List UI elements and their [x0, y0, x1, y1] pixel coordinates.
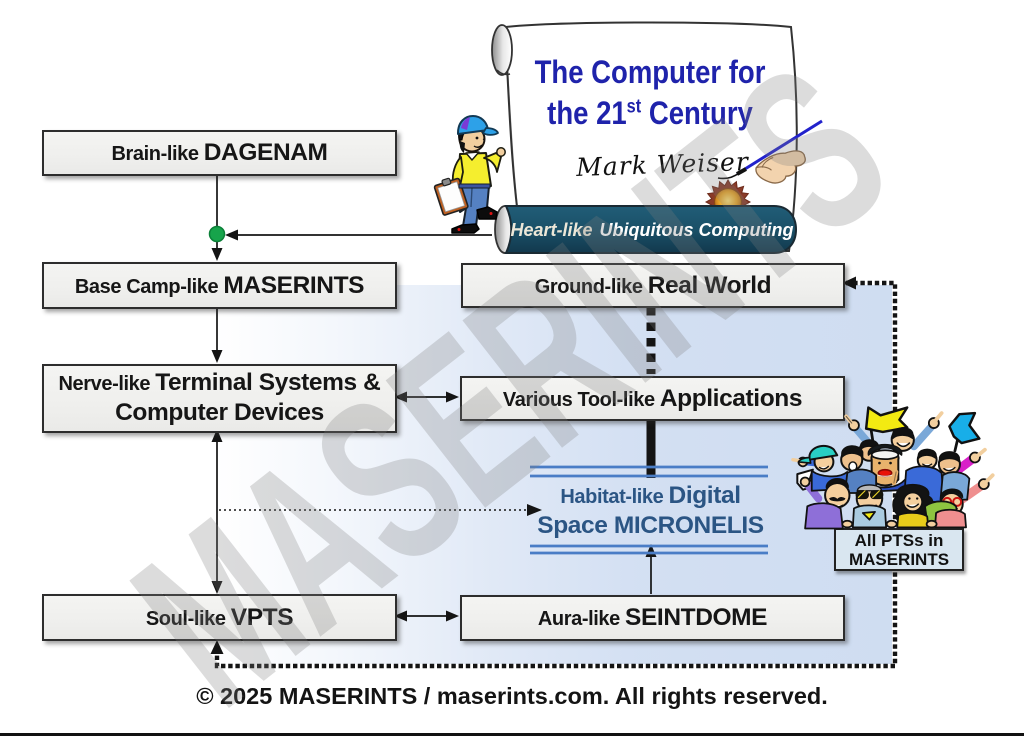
surveyor-cartoon [433, 115, 506, 234]
scroll-top-curl [491, 24, 513, 76]
bottom-rule [0, 733, 1024, 736]
box-applications: Various Tool-like Applications [460, 376, 845, 421]
box-vpts: Soul-like VPTS [42, 594, 397, 641]
crowd-bodies [804, 502, 967, 530]
sign-all-ptss: All PTSs in MASERINTS [834, 528, 964, 571]
box-dagenam-large: DAGENAM [203, 139, 328, 166]
copyright-text: © 2025 MASERINTS / maserints.com. All ri… [196, 683, 828, 709]
box-nerve-large2: Computer Devices [115, 398, 324, 426]
crowd-arms [791, 411, 995, 507]
label-micronelis: Habitat-like Digital Space MICRONELIS [480, 482, 821, 542]
box-maserints-small: Base Camp-like [74, 275, 224, 298]
box-maserints: Base Camp-like MASERINTS [42, 262, 397, 309]
box-seintdome: Aura-like SEINTDOME [460, 595, 845, 641]
scroll-title-line2-sup: st [626, 96, 642, 118]
box-nerve-small: Nerve-like [58, 372, 156, 395]
box-seintdome-small: Aura-like [537, 608, 626, 630]
banner-label-large: Ubiquitous Computing [599, 219, 794, 240]
label-micronelis-large2: Space MICRONELIS [537, 512, 764, 539]
label-micronelis-small: Habitat-like [560, 486, 669, 508]
double-lines [530, 465, 768, 555]
box-seintdome-large: SEINTDOME [625, 604, 768, 631]
box-dagenam-small: Brain-like [111, 143, 204, 165]
box-nerve-large1: Terminal Systems & [155, 368, 381, 396]
box-realworld-small: Ground-like [534, 275, 648, 298]
crowd-flags [796, 406, 981, 491]
signing-hand-icon [717, 119, 823, 184]
label-micronelis-large1: Digital [668, 482, 741, 509]
box-applications-large: Applications [659, 384, 803, 412]
sign-line1: All PTSs in [854, 530, 944, 550]
banner-label-small: Heart-like [510, 219, 593, 240]
sign-line2: MASERINTS [848, 549, 950, 569]
scroll-title-line1: The Computer for [534, 54, 766, 90]
box-realworld-large: Real World [647, 271, 772, 299]
banner-label: Heart-like Ubiquitous Computing [510, 211, 794, 249]
banner-heart-like [494, 205, 798, 254]
dotted-arrow-to-micronelis [219, 504, 542, 516]
box-realworld: Ground-like Real World [461, 263, 845, 308]
scroll-title: The Computer for the 21st Century [521, 52, 779, 134]
box-applications-small: Various Tool-like [502, 388, 660, 411]
scroll-title-line2-pre: the 21 [547, 95, 627, 131]
box-maserints-large: MASERINTS [223, 271, 365, 299]
box-nerve: Nerve-like Terminal Systems & Computer D… [42, 364, 397, 433]
arrowheads [211, 229, 657, 622]
green-dot [208, 225, 226, 243]
box-vpts-large: VPTS [230, 603, 294, 631]
box-vpts-small: Soul-like [145, 607, 231, 630]
box-dagenam: Brain-like DAGENAM [42, 130, 397, 176]
scroll-title-line2-post: Century [641, 95, 753, 131]
dotted-fence-loop [210, 276, 898, 669]
scroll-title-line2: the 21st Century [547, 95, 753, 131]
